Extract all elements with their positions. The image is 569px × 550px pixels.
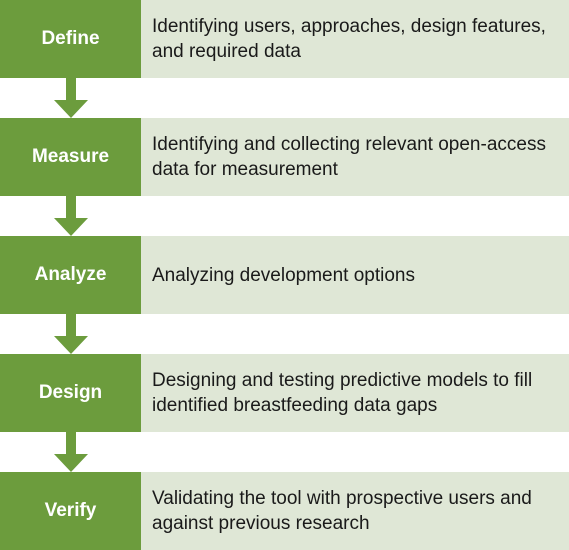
step-row-analyze: Analyze Analyzing development options: [0, 236, 569, 314]
step-description: Validating the tool with prospective use…: [141, 472, 569, 550]
step-row-measure: Measure Identifying and collecting relev…: [0, 118, 569, 196]
step-description: Designing and testing predictive models …: [141, 354, 569, 432]
down-arrow-icon: [53, 314, 89, 354]
down-arrow-icon: [53, 432, 89, 472]
step-label: Verify: [0, 472, 141, 550]
step-description: Analyzing development options: [141, 236, 569, 314]
step-row-verify: Verify Validating the tool with prospect…: [0, 472, 569, 550]
step-label: Design: [0, 354, 141, 432]
step-label: Define: [0, 0, 141, 78]
down-arrow-icon: [53, 78, 89, 118]
step-label: Analyze: [0, 236, 141, 314]
down-arrow-icon: [53, 196, 89, 236]
step-description: Identifying and collecting relevant open…: [141, 118, 569, 196]
step-row-define: Define Identifying users, approaches, de…: [0, 0, 569, 78]
step-row-design: Design Designing and testing predictive …: [0, 354, 569, 432]
step-label: Measure: [0, 118, 141, 196]
step-description: Identifying users, approaches, design fe…: [141, 0, 569, 78]
